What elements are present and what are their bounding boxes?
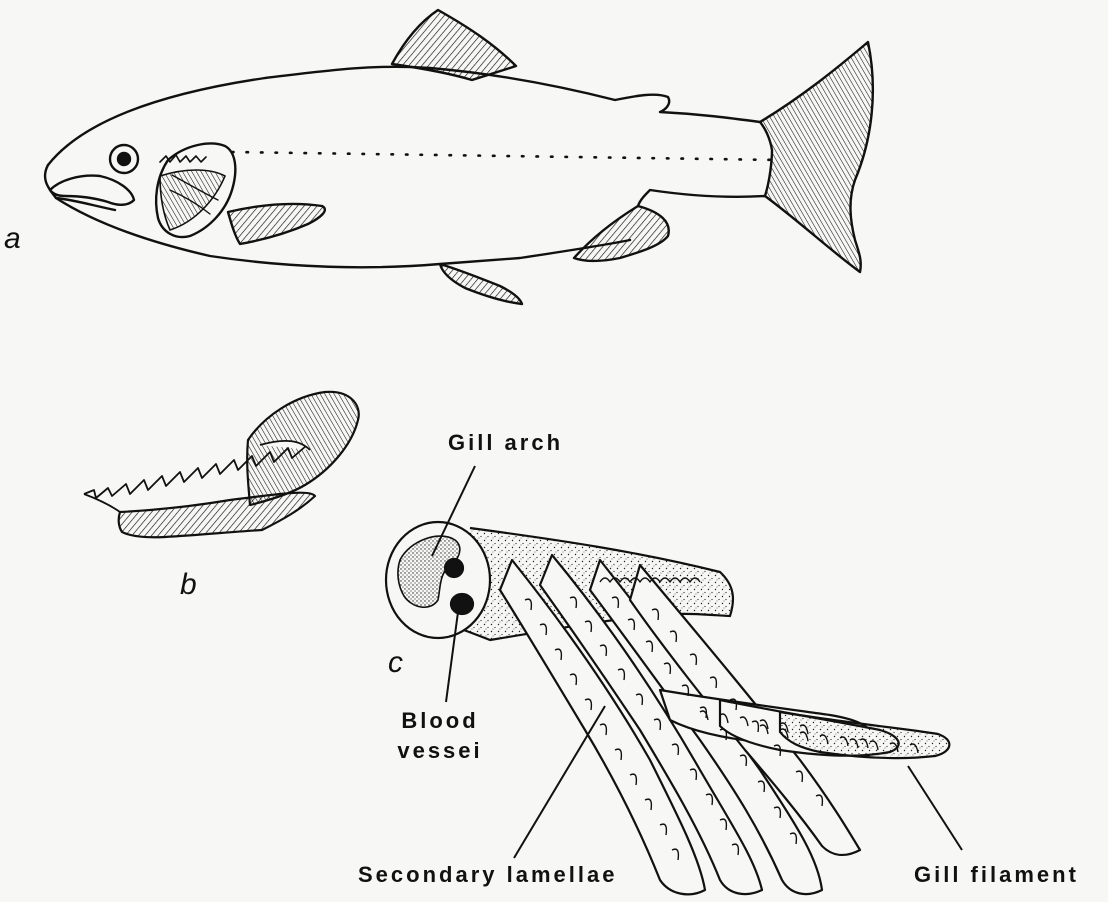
- tail-fin: [760, 42, 873, 272]
- anal-fin: [574, 206, 669, 261]
- leader-gill-filament: [908, 766, 962, 850]
- blood-vessel-1: [445, 559, 463, 577]
- fish-mouth: [50, 176, 134, 205]
- label-gill-filament: Gill filament: [914, 860, 1079, 890]
- lateral-line: [232, 152, 780, 160]
- label-secondary-lamellae: Secondary lamellae: [358, 860, 617, 890]
- panel-label-c: c: [388, 646, 403, 680]
- gill-arch-drawing: [84, 392, 359, 537]
- panel-label-a: a: [4, 222, 21, 256]
- label-blood-vessel: Blood vessei: [380, 706, 500, 766]
- label-gill-arch: Gill arch: [448, 428, 563, 458]
- pectoral-fin: [228, 204, 325, 244]
- leader-secondary-lamellae: [514, 706, 605, 858]
- panel-label-b: b: [180, 568, 197, 602]
- blood-vessel-2: [451, 594, 473, 614]
- fish-body-outline: [48, 67, 760, 165]
- label-blood-vessel-line2: vessei: [380, 736, 500, 766]
- fish-drawing: [45, 10, 873, 304]
- pelvic-fin: [440, 264, 522, 304]
- label-blood-vessel-line1: Blood: [380, 706, 500, 736]
- gill-arch-bar: [119, 493, 315, 538]
